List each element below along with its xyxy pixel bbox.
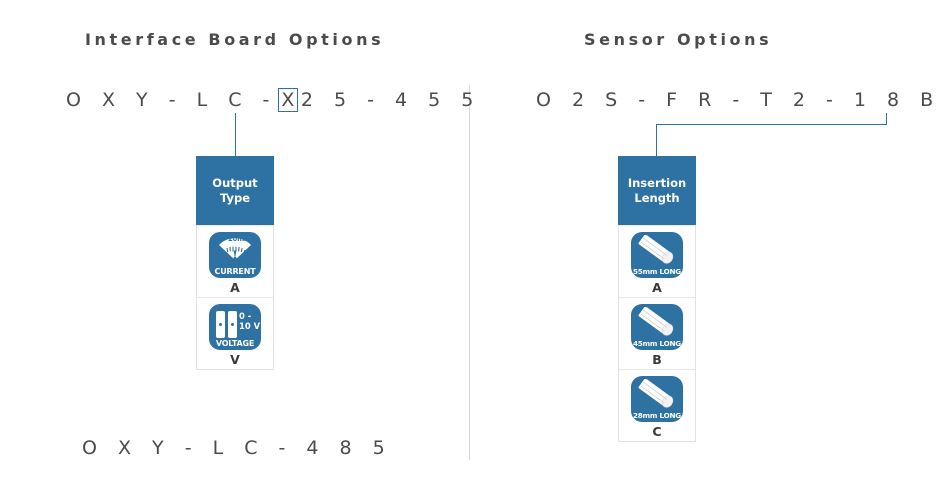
- sensor-probe-icon: 55mm LONG: [631, 232, 683, 278]
- card-header-output-type: Output Type: [196, 156, 274, 225]
- panel-title-sensor-options: Sensor Options: [584, 30, 773, 49]
- card-header-line1: Insertion: [627, 176, 687, 191]
- probe-glyph: [638, 235, 674, 264]
- option-probe-55mm[interactable]: 55mm LONG A: [619, 225, 695, 297]
- part-number-suffix: 2 5 - 4 5 5: [300, 89, 481, 111]
- panel-divider: [469, 85, 470, 460]
- card-header-insertion-length: Insertion Length: [618, 156, 696, 225]
- current-caption: CURRENT: [214, 267, 256, 276]
- current-gauge-icon: 4-20mA CURRENT: [209, 232, 261, 278]
- part-number-interface-board-485: O X Y - L C - 4 8 5: [82, 437, 393, 459]
- card-header-line1: Output: [212, 176, 258, 191]
- probe-glyph: [638, 379, 674, 408]
- voltage-caption: VOLTAGE: [215, 339, 255, 348]
- battery-bar-2: [228, 311, 237, 338]
- voltage-bars-icon: 0 - 10 V VOLTAGE: [209, 304, 261, 350]
- card-header-line2: Length: [634, 190, 680, 205]
- voltage-range-label: 0 - 10 V: [239, 311, 261, 331]
- option-letter-a: A: [230, 280, 240, 295]
- connector-line-interface: [235, 113, 236, 157]
- probe-glyph: [638, 307, 674, 336]
- sensor-probe-icon: 28mm LONG: [631, 376, 683, 422]
- part-number-variable-box[interactable]: X: [277, 88, 298, 112]
- connector-segment-horizontal: [656, 124, 887, 125]
- option-card-output-type: Output Type 4-20mA: [196, 156, 274, 370]
- gauge-glyph: [219, 238, 251, 261]
- probe-length-caption: 55mm LONG: [632, 267, 682, 276]
- panel-title-interface-board: Interface Board Options: [85, 30, 385, 49]
- option-current[interactable]: 4-20mA CURRENT: [197, 225, 273, 297]
- battery-bar-1: [216, 311, 225, 338]
- probe-length-caption: 28mm LONG: [632, 411, 682, 420]
- option-card-insertion-length: Insertion Length 55mm LONG A: [618, 156, 696, 442]
- probe-length-caption: 45mm LONG: [632, 339, 682, 348]
- option-probe-28mm[interactable]: 28mm LONG C: [619, 369, 695, 441]
- option-probe-45mm[interactable]: 45mm LONG B: [619, 297, 695, 369]
- option-letter-b: B: [652, 352, 662, 367]
- option-letter-c: C: [652, 424, 662, 439]
- current-range-label: 4-20mA: [220, 235, 250, 243]
- connector-segment-down-1: [886, 113, 887, 125]
- connector-segment-down-2: [656, 124, 657, 157]
- part-number-sensor: O 2 S - F R - T 2 - 1 8 B M - X: [536, 88, 952, 112]
- option-letter-v: V: [230, 352, 240, 367]
- part-number-prefix: O X Y - L C -: [66, 89, 277, 111]
- battery-bars-glyph: [216, 311, 237, 338]
- option-voltage[interactable]: 0 - 10 V VOLTAGE V: [197, 297, 273, 369]
- sensor-part-number-prefix: O 2 S - F R - T 2 - 1 8 B M -: [536, 89, 952, 111]
- option-letter-a: A: [652, 280, 662, 295]
- sensor-probe-icon: 45mm LONG: [631, 304, 683, 350]
- card-header-line2: Type: [219, 190, 250, 205]
